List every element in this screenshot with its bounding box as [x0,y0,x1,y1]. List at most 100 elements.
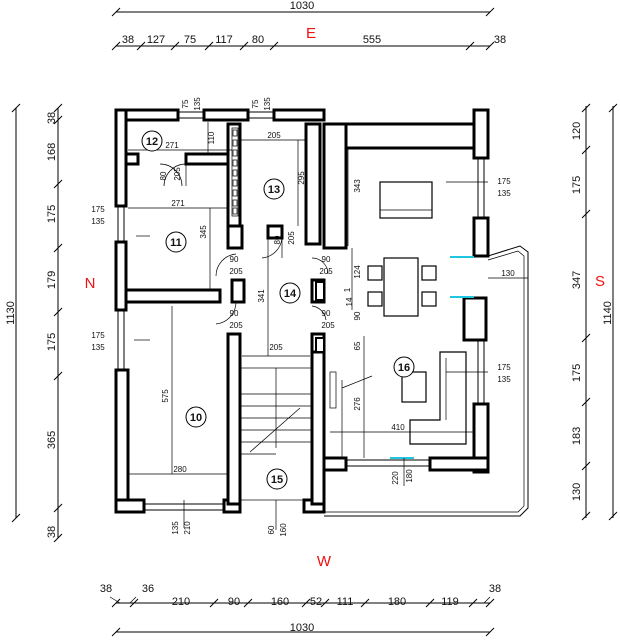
dim-135c: 135 [171,521,180,535]
room-10-label: 10 [190,412,202,424]
right-dim-1: 120 [571,122,583,140]
top-dim-7: 38 [494,34,506,46]
left-dimension-lines [11,103,63,543]
compass-east: E [306,25,316,42]
bottom-dim-2: 36 [142,583,154,595]
room-labels: 12 11 13 14 16 10 15 [141,130,415,490]
dim-90a: 90 [230,255,239,264]
bottom-dim-8: 180 [388,596,406,608]
windows [117,111,485,511]
right-dim-4: 175 [571,364,583,382]
tv-unit [329,371,337,409]
bottom-dim-10: 38 [489,583,501,595]
dim-410: 410 [391,423,405,432]
dim-271b: 271 [171,199,185,208]
right-total-dimension: 1140 [602,301,614,325]
inner-dimension-lines [128,122,528,530]
top-total-dimension: 1030 [290,0,314,12]
dim-90c: 90 [322,255,331,264]
dim-110: 110 [207,131,216,144]
dim-175-right-2: 175 [497,363,511,372]
dim-205g: 205 [321,321,335,330]
dining-table [383,257,419,317]
hall-column-1 [315,281,325,301]
dining-chair [367,265,383,281]
dim-80b: 80 [273,235,282,244]
compass-west: W [317,553,332,570]
dim-295: 295 [297,171,306,185]
bottom-dimension-lines [109,596,495,637]
dim-90e: 90 [353,311,362,320]
dim-345: 345 [199,225,208,239]
top-dimension-lines [111,7,495,51]
dim-90b: 90 [230,309,239,318]
right-dim-2: 175 [571,176,583,194]
kitchen-counter-left [322,122,348,250]
door-swings [159,163,329,325]
inner-dimensions: 75 135 75 135 271 110 80 205 271 175 135… [91,97,515,537]
dim-90d: 90 [322,309,331,318]
dim-75a: 75 [181,99,190,108]
dim-205c: 205 [287,231,296,245]
dim-60: 60 [267,525,276,534]
right-dim-6: 130 [571,483,583,501]
top-dim-3: 75 [184,34,196,46]
dim-276: 276 [353,397,362,411]
dim-14: 14 [345,297,354,306]
dim-341: 341 [257,289,266,303]
dim-205e: 205 [229,321,243,330]
dim-175-left-1: 175 [91,205,105,214]
dim-160: 160 [279,523,288,537]
room-13-label: 13 [268,184,280,196]
dim-575: 575 [161,389,170,403]
dining-chair [421,291,437,307]
dim-124: 124 [353,265,362,279]
dim-130: 130 [501,269,515,278]
dim-205f: 205 [319,267,333,276]
dim-205d: 205 [229,267,243,276]
dim-220: 220 [391,471,400,485]
top-dim-4: 117 [215,34,233,46]
dim-343: 343 [353,179,362,193]
dim-205a: 205 [173,167,182,181]
top-dim-2: 127 [147,34,165,46]
dim-135a: 135 [193,97,202,111]
dim-210: 210 [183,521,192,535]
dim-135-left-2: 135 [91,343,105,352]
furniture [329,181,467,458]
bottom-total-dimension: 1030 [290,622,314,634]
balcony-outline [324,245,529,517]
hall-column-2 [315,337,325,353]
dim-180: 180 [405,469,414,483]
dim-205b: 205 [267,131,281,140]
left-dim-4: 179 [46,271,58,289]
bottom-dim-4: 90 [228,596,240,608]
room-16-label: 16 [398,362,410,374]
dim-135-left-1: 135 [91,217,105,226]
right-dim-5: 183 [571,427,583,445]
interior-walls [124,122,326,506]
dining-chair [367,291,383,307]
dim-65: 65 [353,341,362,350]
room-11-label: 11 [170,237,182,249]
bottom-dim-5: 160 [271,596,289,608]
kitchen-island [379,181,433,219]
dim-135b: 135 [263,97,272,111]
left-dim-7: 38 [46,526,58,538]
dim-175-right-1: 175 [497,177,511,186]
right-dim-3: 347 [571,271,583,289]
left-dim-1: 38 [46,112,58,124]
dim-135-right-2: 135 [497,375,511,384]
bottom-dim-6: 52 [310,596,322,608]
room-15-label: 15 [271,474,283,486]
bottom-dim-3: 210 [172,596,190,608]
compass-north: N [85,275,96,292]
exterior-walls [114,108,490,514]
bottom-dim-7: 111 [337,596,354,608]
bottom-dim-1: 38 [100,583,112,595]
left-dim-5: 175 [46,333,58,351]
top-dim-1: 38 [122,34,134,46]
dim-271a: 271 [165,141,179,150]
